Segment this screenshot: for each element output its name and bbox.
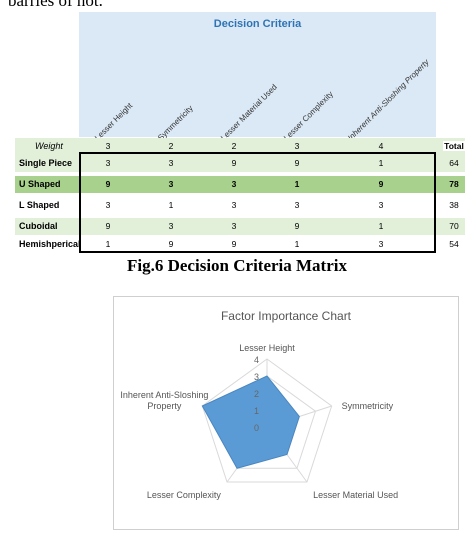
chart-title: Factor Importance Chart <box>220 309 352 323</box>
total-cell: 38 <box>449 200 459 210</box>
weight-cell: 2 <box>168 141 174 151</box>
row-label: Hemishperical <box>19 239 81 249</box>
tick-label: 3 <box>254 372 259 382</box>
matrix-title: Decision Criteria <box>213 18 302 30</box>
score-cell: 3 <box>231 221 237 231</box>
score-cell: 9 <box>231 158 237 168</box>
score-cell: 9 <box>105 221 111 231</box>
weight-cell: 3 <box>105 141 111 151</box>
row-label: Cuboidal <box>19 221 58 231</box>
criteria-header-panel: Decision Criteria <box>79 12 436 137</box>
weight-cell: 2 <box>231 141 237 151</box>
tick-label: 0 <box>254 423 259 433</box>
score-cell: 1 <box>294 179 300 189</box>
score-cell: 3 <box>231 200 237 210</box>
table-row: U Shaped 9 3 3 1 9 78 <box>15 176 465 193</box>
category-label: Lesser Material Used <box>313 490 398 500</box>
score-cell: 3 <box>231 179 237 189</box>
grid-ring <box>201 358 333 483</box>
score-cell: 1 <box>378 158 384 168</box>
table-row: Cuboidal 9 3 3 9 1 70 <box>15 218 465 235</box>
tick-label: 4 <box>254 355 259 365</box>
score-cell: 3 <box>105 200 111 210</box>
total-header: Total <box>443 141 465 151</box>
score-cell: 1 <box>294 239 300 249</box>
score-cell: 9 <box>294 158 300 168</box>
total-cell: 70 <box>449 221 459 231</box>
table-row: Single Piece 3 3 9 9 1 64 <box>15 155 465 172</box>
category-label: Lesser Complexity <box>147 490 222 500</box>
weight-row: Weight 3 2 2 3 4 Total <box>15 138 465 155</box>
tick-label: 2 <box>254 389 259 399</box>
score-cell: 3 <box>168 221 174 231</box>
total-cell: 78 <box>449 179 459 189</box>
matrix-outline <box>79 152 436 253</box>
top-text: barries of not. <box>8 0 103 10</box>
score-cell: 3 <box>105 158 111 168</box>
category-label: Symmetricity <box>342 401 394 411</box>
score-cell: 3 <box>378 239 384 249</box>
score-cell: 9 <box>231 239 237 249</box>
table-row: Hemishperical 1 9 9 1 3 54 <box>15 236 465 253</box>
series-area <box>201 375 300 469</box>
table-row: L Shaped 3 1 3 3 3 38 <box>15 197 465 214</box>
row-label: L Shaped <box>19 200 60 210</box>
score-cell: 1 <box>105 239 111 249</box>
total-cell: 64 <box>449 158 459 168</box>
score-cell: 1 <box>378 221 384 231</box>
score-cell: 3 <box>168 158 174 168</box>
score-cell: 3 <box>378 200 384 210</box>
score-cell: 9 <box>105 179 111 189</box>
score-cell: 3 <box>168 179 174 189</box>
weight-cell: 4 <box>378 141 384 151</box>
score-cell: 9 <box>168 239 174 249</box>
row-label: Single Piece <box>19 158 73 168</box>
weight-cell: 3 <box>294 141 300 151</box>
score-cell: 9 <box>294 221 300 231</box>
tick-label: 1 <box>254 406 259 416</box>
category-label: Lesser Height <box>239 343 295 353</box>
score-cell: 9 <box>378 179 384 189</box>
score-cell: 3 <box>294 200 300 210</box>
row-label: U Shaped <box>19 179 61 189</box>
figure-caption: Fig.6 Decision Criteria Matrix <box>127 256 347 275</box>
radar-chart-panel: Factor Importance Chart 0 1 2 3 4 Lesser Heig… <box>113 296 459 530</box>
score-cell: 1 <box>168 200 174 210</box>
weight-label: Weight <box>35 141 63 151</box>
total-cell: 54 <box>449 239 459 249</box>
